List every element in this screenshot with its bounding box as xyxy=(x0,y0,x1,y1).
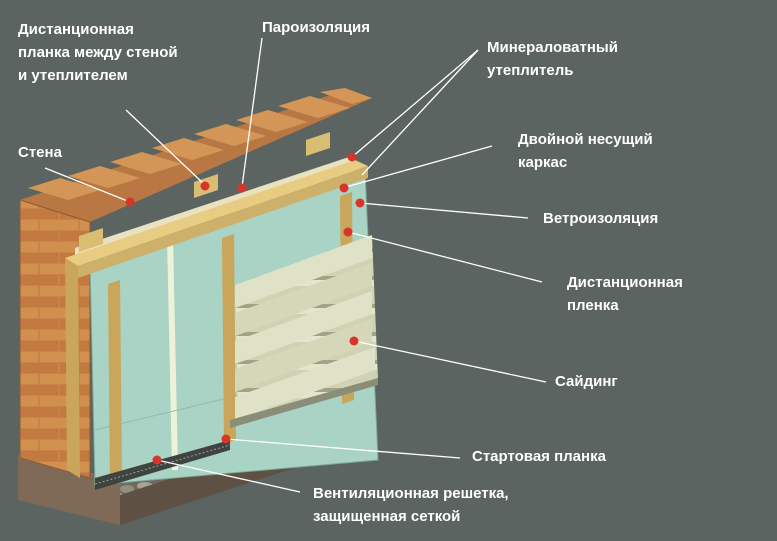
label-wall: Стена xyxy=(18,144,62,161)
label-vent-line2: защищенная сеткой xyxy=(313,508,461,525)
label-spacer-line1: Дистанционная xyxy=(18,21,134,38)
label-vent-line1: Вентиляционная решетка, xyxy=(313,485,509,502)
siding-panels xyxy=(230,235,378,428)
label-frame-line1: Двойной несущий xyxy=(518,131,653,148)
marker-dots xyxy=(125,152,365,465)
label-spacer-line3: и утеплителем xyxy=(18,67,128,84)
label-starter: Стартовая планка xyxy=(472,448,606,465)
leader-lines xyxy=(44,37,547,493)
label-spacer-line2: планка между стеной xyxy=(18,44,178,61)
label-siding: Сайдинг xyxy=(555,373,618,390)
label-distance-line1: Дистанционная xyxy=(567,274,683,291)
vent-grille xyxy=(94,440,231,490)
label-frame-line2: каркас xyxy=(518,154,568,171)
label-mineral-line1: Минераловатный xyxy=(487,39,618,56)
label-wind: Ветроизоляция xyxy=(543,210,659,227)
label-mineral-line2: утеплитель xyxy=(487,62,574,79)
label-vapor: Пароизоляция xyxy=(262,19,371,36)
label-distance-line2: пленка xyxy=(567,297,619,314)
